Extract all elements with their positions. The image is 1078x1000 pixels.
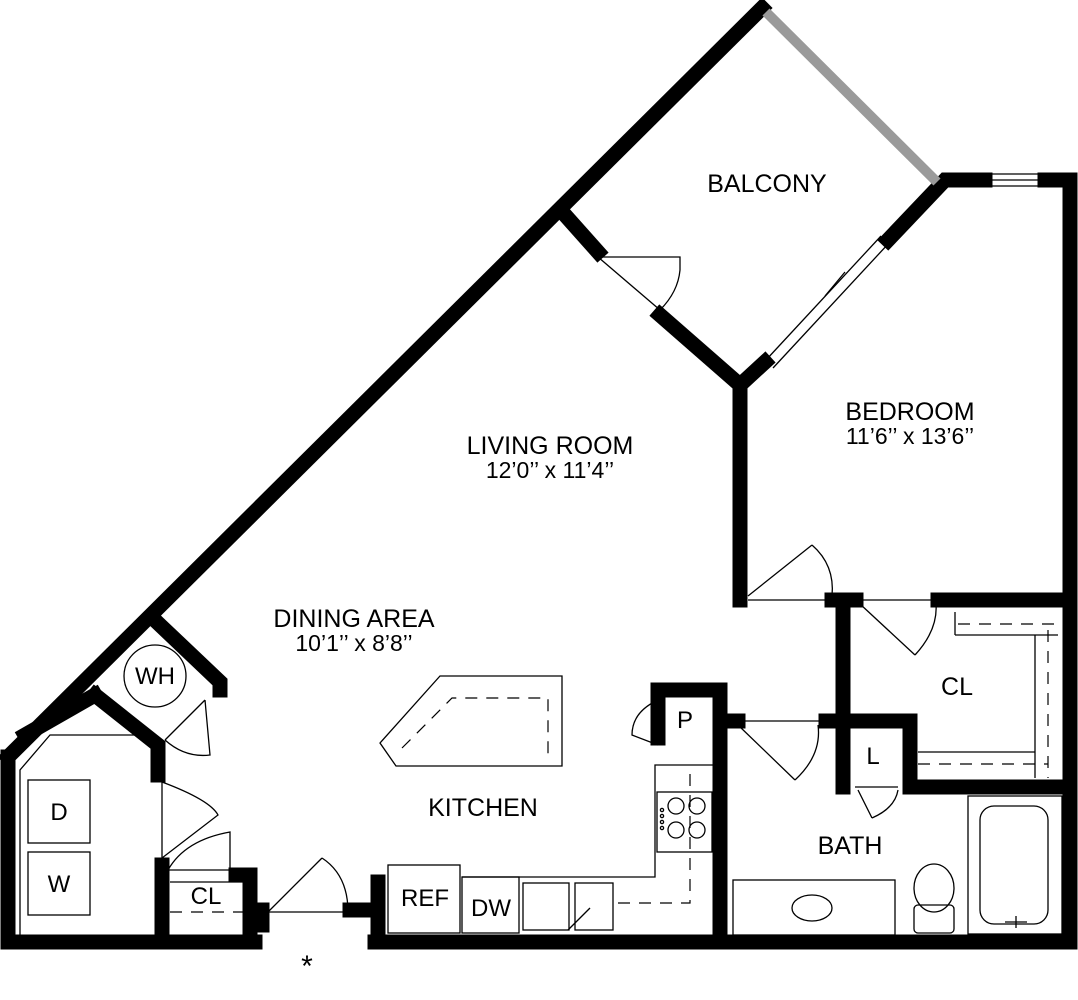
kitchen-label: KITCHEN (428, 794, 538, 822)
kitchen-sink (522, 882, 614, 931)
dryer (27, 779, 91, 844)
balcony-label: BALCONY (707, 170, 827, 198)
pantry-label: P (677, 707, 693, 734)
bedroom-window-top (985, 173, 1045, 187)
laundry-divider (14, 684, 106, 746)
dining-area-dimensions: 10’1’’ x 8’8’’ (295, 630, 412, 656)
bedroom-door[interactable] (747, 544, 833, 601)
dishwasher-label: DW (471, 895, 511, 922)
bedroom-label: BEDROOM (845, 398, 974, 426)
toilet (913, 863, 955, 934)
refrigerator (387, 864, 461, 934)
balcony-sliding-door (765, 235, 890, 369)
linen-closet-wall (818, 713, 1078, 795)
washer (27, 851, 91, 916)
linen-closet-label: L (866, 743, 879, 770)
entry-closet-label: CL (191, 883, 222, 910)
refrigerator-label: REF (401, 885, 449, 912)
water-heater-label: WH (135, 663, 175, 690)
range (656, 791, 713, 853)
entry-closet-wall-right (228, 867, 258, 950)
water-heater (123, 644, 187, 708)
entry-closet-door[interactable] (167, 831, 231, 871)
closet-door[interactable] (856, 599, 938, 656)
bathtub (967, 795, 1063, 935)
laundry-counter (19, 734, 145, 935)
dryer-label: D (50, 799, 67, 826)
kitchen-counter (462, 764, 715, 904)
laundry-door[interactable] (161, 781, 219, 859)
pantry-door[interactable] (631, 699, 659, 746)
water-heater-closet-wall (84, 684, 166, 783)
living-room-dimensions: 12’0’’ x 11’4’’ (486, 457, 614, 483)
exterior-wall-right (1037, 172, 1078, 950)
vanity (732, 879, 896, 936)
bath-door[interactable] (737, 720, 820, 781)
bedroom-closet-label: CL (941, 673, 973, 701)
closet-shelving (918, 612, 1058, 778)
entry-door[interactable] (267, 857, 349, 913)
balcony-door[interactable] (597, 256, 681, 311)
water-heater-door[interactable] (164, 699, 211, 757)
kitchen-island (379, 675, 563, 767)
living-room-label: LIVING ROOM (467, 432, 634, 460)
dining-area-label: DINING AREA (273, 605, 434, 633)
entry-marker: * (301, 950, 313, 983)
bedroom-dimensions: 11’6’’ x 13’6’’ (846, 423, 974, 449)
water-heater-closet-wall-top (149, 614, 228, 698)
balcony-wall-bottom (649, 304, 776, 396)
balcony-railing (762, 8, 941, 186)
washer-label: W (48, 871, 71, 898)
balcony-wall-left (554, 204, 609, 263)
walls (0, 0, 1078, 950)
exterior-wall-diagonal (0, 0, 773, 768)
linen-door[interactable] (855, 786, 899, 819)
exterior-wall-bedroom-top (877, 172, 993, 251)
bath-label: BATH (818, 832, 883, 860)
entry-closet-rod (170, 881, 246, 913)
dishwasher (461, 876, 520, 934)
exterior-wall-left (0, 749, 263, 950)
